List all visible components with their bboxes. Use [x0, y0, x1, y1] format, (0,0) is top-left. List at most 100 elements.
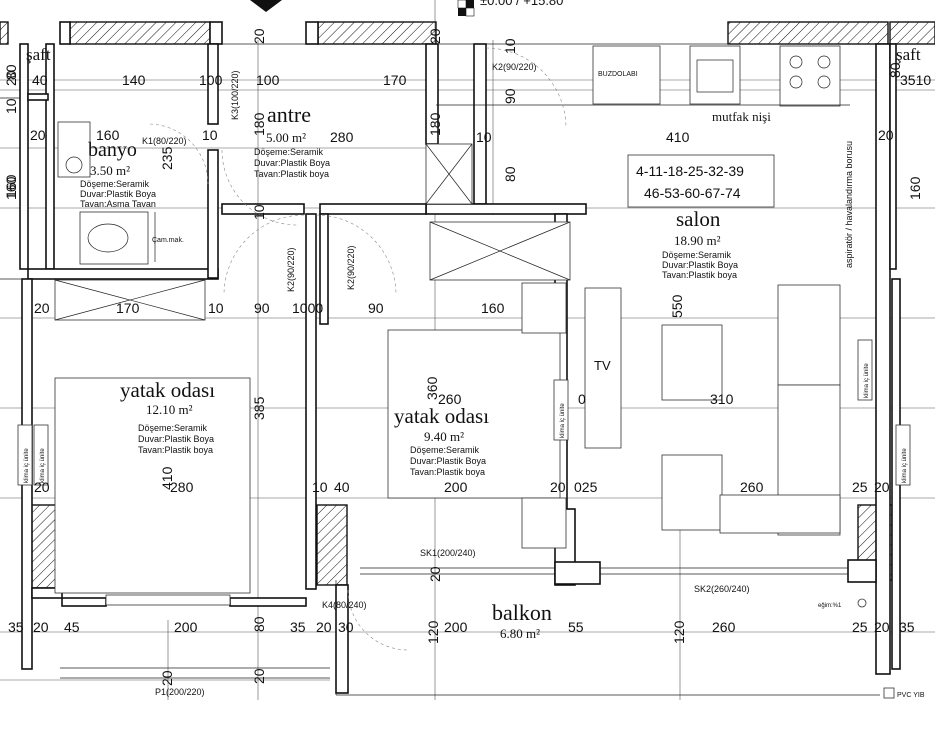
door-k4: K4(80/240) — [322, 600, 367, 610]
dim: 20 — [251, 668, 267, 684]
dim: 20 — [30, 127, 46, 143]
dim: 160 — [96, 127, 120, 143]
klima-label-3: klima iç ünite — [560, 403, 566, 438]
door-sk2: SK2(260/240) — [694, 584, 750, 594]
antre-finish-1: Döşeme:Seramik — [254, 147, 324, 157]
unit-list-1: 4-11-18-25-32-39 — [636, 163, 744, 179]
dim: 80 — [887, 62, 903, 78]
dim: 310 — [710, 391, 734, 407]
dim: 160 — [3, 176, 19, 200]
dim: 20 — [874, 479, 890, 495]
yatak1-area: 12.10 m² — [146, 402, 193, 417]
door-sk1: SK1(200/240) — [420, 548, 476, 558]
antre-finish-2: Duvar:Plastik Boya — [254, 158, 330, 168]
dim: 260 — [740, 479, 764, 495]
unit-list-2: 46-53-60-67-74 — [644, 185, 741, 201]
salon-area: 18.90 m² — [674, 233, 721, 248]
door-k3: K3(100/220) — [230, 70, 240, 120]
door-k2-a: K2(90/220) — [286, 247, 296, 292]
dim: 100 — [256, 72, 280, 88]
dim: 140 — [122, 72, 146, 88]
yatak1-finish-2: Duvar:Plastik Boya — [138, 434, 214, 444]
dim: 280 — [170, 479, 194, 495]
dim: 025 — [574, 479, 598, 495]
dim: 170 — [383, 72, 407, 88]
banyo-finish-1: Döşeme:Seramik — [80, 179, 150, 189]
aspirator-label: aspiratör / havalandırma borusu — [844, 141, 854, 268]
salon-finish-1: Döşeme:Seramik — [662, 250, 732, 260]
yatak2-name: yatak odası — [394, 404, 489, 428]
dim: 550 — [669, 294, 685, 318]
dim: 10 — [202, 127, 218, 143]
dim: 20 — [34, 479, 50, 495]
salon-finish-3: Tavan:Plastik boya — [662, 270, 737, 280]
salon-finish-2: Duvar:Plastik Boya — [662, 260, 738, 270]
door-labels: K3(100/220) K2(90/220) K1(80/220) K2(90/… — [142, 62, 750, 697]
banyo-name: banyo — [88, 139, 137, 161]
dim: 180 — [251, 112, 267, 136]
dim: 10 — [502, 38, 518, 54]
dim: 20 — [316, 619, 332, 635]
room-labels: şaft 40 şaft 3510 antre 5.00 m² Döşeme:S… — [24, 0, 931, 699]
dim: 80 — [502, 166, 518, 182]
dim: 45 — [64, 619, 80, 635]
klima-label-1: klima iç ünite — [24, 448, 30, 483]
dim: 25 — [852, 619, 868, 635]
salon-name: salon — [676, 207, 721, 231]
dim: 35 — [290, 619, 306, 635]
dim: 410 — [666, 129, 690, 145]
dim: 10 — [3, 98, 19, 114]
dim: 20 — [874, 619, 890, 635]
yatak1-finish-1: Döşeme:Seramik — [138, 423, 208, 433]
tv-label: TV — [594, 358, 611, 373]
dim: 35 — [8, 619, 24, 635]
saft-left-dim: 40 — [32, 72, 48, 88]
dim: 20 — [427, 28, 443, 44]
dim: 20 — [33, 619, 49, 635]
dim: 10 — [312, 479, 328, 495]
buzdolabi-label: BUZDOLABI — [598, 71, 638, 78]
banyo-finish-2: Duvar:Plastik Boya — [80, 189, 156, 199]
klima-label-5: klima iç ünite — [902, 448, 908, 483]
saft-right-label: şaft — [896, 45, 921, 64]
yatak2-finish-1: Döşeme:Seramik — [410, 445, 480, 455]
dim: 200 — [174, 619, 198, 635]
door-k1: K1(80/220) — [142, 136, 187, 146]
yatak2-area: 9.40 m² — [424, 429, 464, 444]
balkon-name: balkon — [492, 600, 552, 625]
yatak2-finish-3: Tavan:Plastik boya — [410, 467, 485, 477]
dim: 55 — [568, 619, 584, 635]
door-k2-b: K2(90/220) — [346, 245, 356, 290]
pvc-label: PVC YIB — [897, 692, 925, 699]
dim: 180 — [427, 112, 443, 136]
dim: 20 — [427, 566, 443, 582]
dim: 90 — [368, 300, 384, 316]
egim-label: eğim:%1 — [818, 603, 842, 609]
mutfak-label: mutfak nişi — [712, 109, 771, 124]
balkon-area: 6.80 m² — [500, 626, 540, 641]
dim: 20 — [159, 670, 175, 686]
dimension-labels: 20 20 20 140 100 100 170 10 90 180 180 1… — [3, 28, 923, 686]
dim: 160 — [3, 174, 19, 198]
antre-area: 5.00 m² — [266, 130, 306, 145]
dim: 260 — [712, 619, 736, 635]
yatak1-name: yatak odası — [120, 378, 215, 402]
dim: 120 — [671, 620, 687, 644]
dim: 20 — [550, 479, 566, 495]
camasir-label: Çam.mak. — [152, 237, 184, 244]
dim: 90 — [502, 88, 518, 104]
top-note: ±0.00 / +15.80 — [480, 0, 563, 8]
yatak2-finish-2: Duvar:Plastik Boya — [410, 456, 486, 466]
dim: 20 — [878, 127, 894, 143]
dim: 100 — [199, 72, 223, 88]
dim: 0 — [578, 391, 586, 407]
dim: 10 — [251, 204, 267, 220]
dim: 360 — [424, 376, 440, 400]
dim: 20 — [3, 70, 19, 86]
dim: 160 — [907, 176, 923, 200]
dim: 280 — [330, 129, 354, 145]
saft-left-label: şaft — [26, 45, 51, 64]
dim: 20 — [251, 28, 267, 44]
klima-label-4: klima iç ünite — [864, 363, 870, 398]
